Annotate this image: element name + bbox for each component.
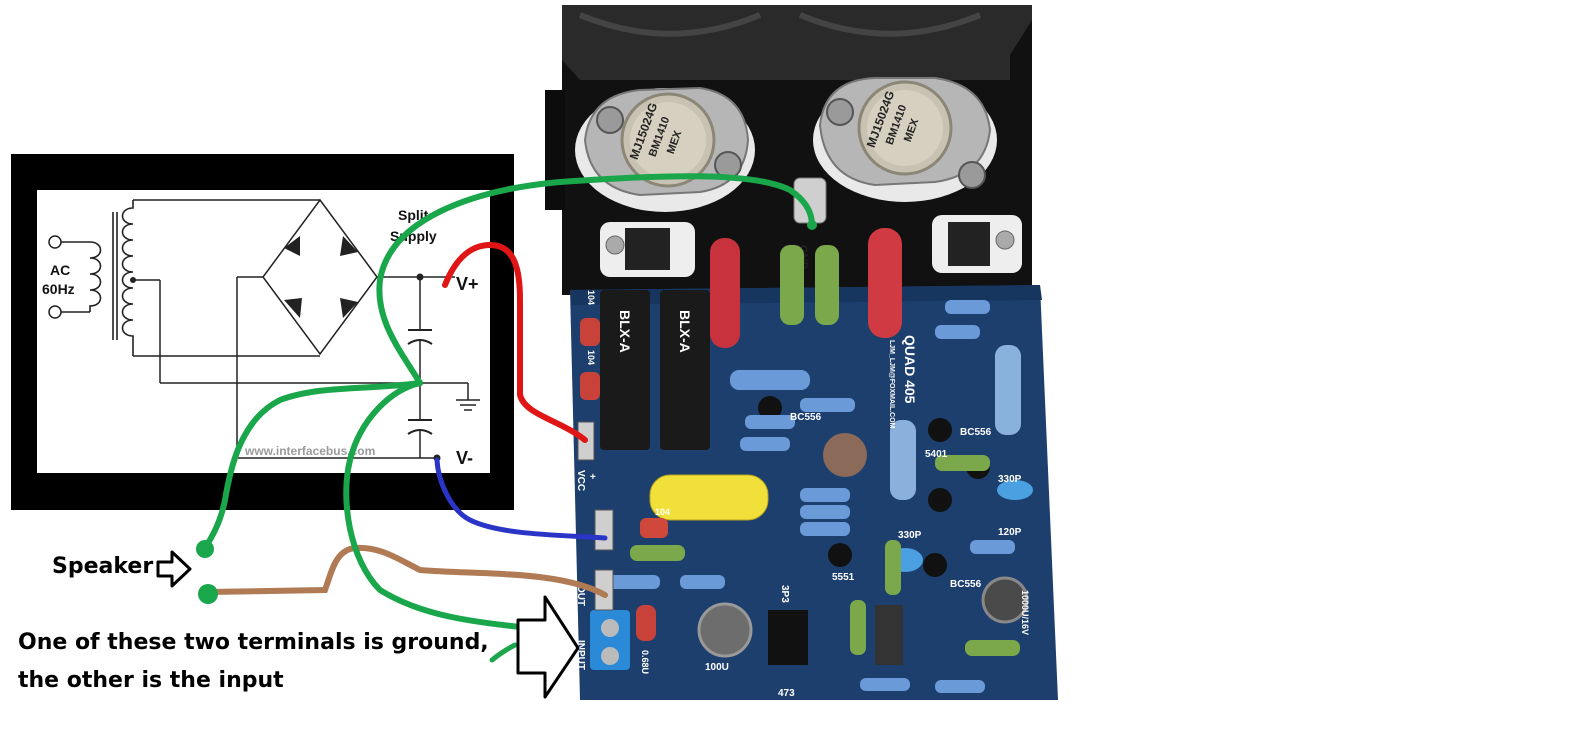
pcb-bc556-b: BC556: [960, 427, 992, 438]
pcb-bc556-c: BC556: [950, 579, 982, 590]
input-arrow-icon: [516, 595, 580, 699]
power-transistor-right: MJ15024G BM1410 MEX: [818, 77, 992, 189]
speaker-label: Speaker: [52, 554, 154, 579]
pcb-vcc-label: VCC: [575, 470, 586, 491]
vplus-wire: [442, 241, 588, 443]
ac-label-line2: 60Hz: [42, 281, 75, 297]
ground-wire-input-tail: [489, 642, 518, 663]
speaker-terminal-bottom: [198, 584, 218, 604]
pcb-gnd-blob: [807, 220, 817, 230]
vplus-label: V+: [456, 274, 479, 294]
pcb-bc556-a: BC556: [790, 412, 822, 423]
ground-wire-speaker: [202, 380, 423, 551]
output-wire: [205, 544, 608, 598]
pcb-plus-label: +: [590, 472, 596, 483]
vminus-wire: [434, 457, 608, 541]
pcb-cap-100u: 100U: [705, 662, 729, 673]
pcb-subtitle: LJM_LJM@FOXMAIL.COM: [888, 340, 895, 429]
pcb-cap-330p: 330P: [998, 474, 1022, 485]
pcb-5401: 5401: [925, 449, 948, 460]
power-transistor-left: MJ15024G BM1410 MEX: [583, 86, 750, 197]
svg-text:BLX-A: BLX-A: [677, 310, 693, 353]
terminals-note-line1: One of these two terminals is ground,: [18, 630, 489, 655]
pcb-input-label: INPUT: [575, 640, 586, 670]
pcb-title: QUAD 405: [902, 335, 918, 404]
pcb-cap-330p-b: 330P: [898, 530, 922, 541]
pcb-cap-3p3: 3P3: [779, 585, 790, 603]
pcb-104-c: 104: [655, 507, 670, 517]
speaker-arrow-icon: [156, 550, 192, 588]
pcb-473: 473: [778, 688, 795, 699]
ground-wire-gnd-lug: [376, 173, 815, 386]
schematic-watermark: www.interfacebus.com: [244, 444, 375, 458]
pcb-1000u: 1000U/16V: [1020, 590, 1030, 635]
pcb-out-label: OUT: [575, 585, 586, 606]
ground-wire-input: [343, 380, 533, 631]
svg-text:BLX-A: BLX-A: [617, 310, 633, 353]
ac-label-line1: AC: [50, 262, 70, 278]
pcb-068u: 0.68U: [640, 650, 650, 674]
terminals-note-line2: the other is the input: [18, 668, 284, 693]
speaker-terminal-top: [196, 540, 214, 558]
pcb-104-a: 104: [586, 290, 596, 305]
vminus-label: V-: [456, 448, 473, 468]
pcb-cap-120p: 120P: [998, 527, 1022, 538]
pcb-5551: 5551: [832, 572, 855, 583]
pcb-104-b: 104: [586, 350, 596, 365]
schematic-panel: AC 60Hz Split Supply V+ V- www.interface…: [11, 154, 514, 510]
